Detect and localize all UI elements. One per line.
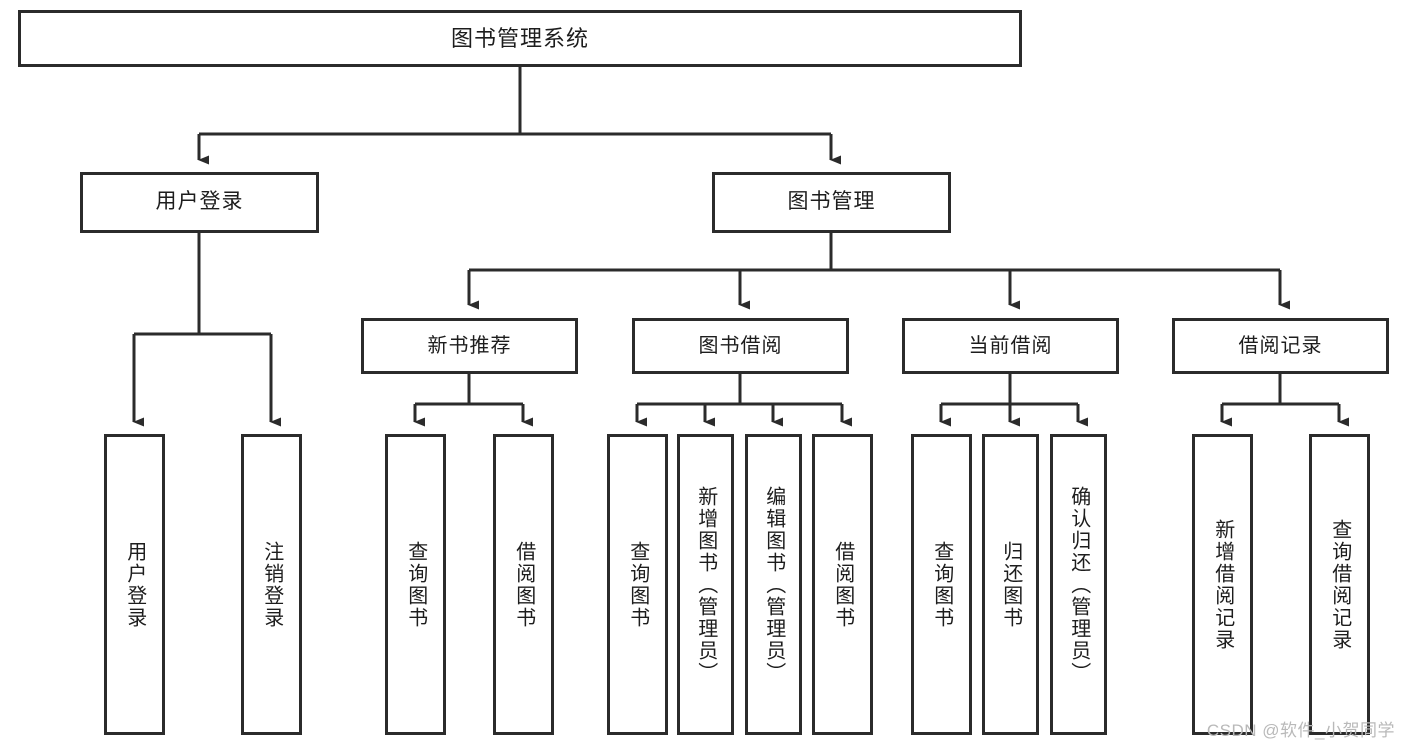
node-book-borrow[interactable]: 图书借阅 — [632, 318, 849, 374]
node-label: 新书推荐 — [427, 334, 512, 357]
node-label: 查询图书 — [930, 540, 953, 629]
node-label: 图书管理 — [787, 190, 876, 214]
node-label: 用户登录 — [123, 540, 146, 629]
leaf-borrow-query-book[interactable]: 查询图书 — [607, 434, 668, 735]
node-label: 归还图书 — [999, 540, 1022, 629]
leaf-query-borrow-record[interactable]: 查询借阅记录 — [1309, 434, 1370, 735]
node-label: 借阅记录 — [1238, 334, 1323, 357]
leaf-edit-book-admin[interactable]: 编辑图书（管理员） — [745, 434, 802, 735]
leaf-current-query-book[interactable]: 查询图书 — [911, 434, 972, 735]
leaf-add-borrow-record[interactable]: 新增借阅记录 — [1192, 434, 1253, 735]
node-label: 新增图书（管理员） — [694, 485, 717, 684]
node-label: 查询借阅记录 — [1328, 518, 1351, 651]
node-label: 图书管理系统 — [450, 25, 589, 51]
node-label: 借阅图书 — [512, 540, 535, 629]
leaf-new-book-query[interactable]: 查询图书 — [385, 434, 446, 735]
node-label: 确认归还（管理员） — [1067, 485, 1090, 684]
node-label: 查询图书 — [626, 540, 649, 629]
node-label: 用户登录 — [155, 190, 244, 214]
leaf-logout[interactable]: 注销登录 — [241, 434, 302, 735]
node-label: 注销登录 — [260, 540, 283, 629]
node-label: 借阅图书 — [831, 540, 854, 629]
leaf-borrow-book[interactable]: 借阅图书 — [812, 434, 873, 735]
node-new-book-recommend[interactable]: 新书推荐 — [361, 318, 578, 374]
leaf-new-book-borrow[interactable]: 借阅图书 — [493, 434, 554, 735]
leaf-confirm-return-admin[interactable]: 确认归还（管理员） — [1050, 434, 1107, 735]
node-label: 新增借阅记录 — [1211, 518, 1234, 651]
node-root[interactable]: 图书管理系统 — [18, 10, 1022, 67]
node-user-login[interactable]: 用户登录 — [80, 172, 319, 233]
leaf-user-login[interactable]: 用户登录 — [104, 434, 165, 735]
node-current-borrow[interactable]: 当前借阅 — [902, 318, 1119, 374]
node-label: 查询图书 — [404, 540, 427, 629]
node-label: 编辑图书（管理员） — [762, 485, 785, 684]
watermark: CSDN @软件_小贺同学 — [1206, 721, 1395, 740]
node-label: 当前借阅 — [968, 334, 1053, 357]
node-label: 图书借阅 — [698, 334, 783, 357]
leaf-return-book[interactable]: 归还图书 — [982, 434, 1039, 735]
leaf-add-book-admin[interactable]: 新增图书（管理员） — [677, 434, 734, 735]
node-book-management[interactable]: 图书管理 — [712, 172, 951, 233]
node-borrow-record[interactable]: 借阅记录 — [1172, 318, 1389, 374]
